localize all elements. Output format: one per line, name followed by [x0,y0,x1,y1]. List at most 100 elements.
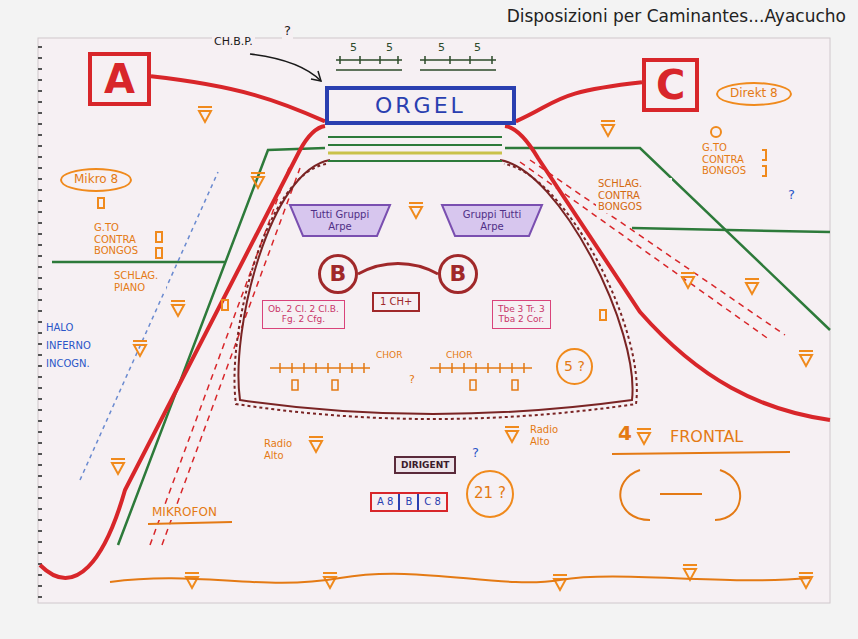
orange-scribbles [620,470,740,520]
annotation-label: ? [786,188,797,203]
choir-staves [280,363,364,373]
annotation-label: Radio Alto [528,424,572,447]
annotation-label: ? [407,374,417,387]
orange-scribbles [660,493,702,495]
node-text: Tutti Gruppi Arpe [306,209,374,232]
speaker-triangles [745,279,759,294]
leader-arrow [250,54,321,81]
node-text: A 8 [372,494,400,510]
node-text: ORGEL [375,93,466,118]
annotation-label: SCHLAG. CONTRA BONGOS [596,178,672,213]
group-trapezoid: Tutti Gruppi Arpe [288,203,392,238]
speaker-triangles [309,437,323,452]
annotation-label: Radio Alto [262,438,306,461]
speaker-triangles [409,203,423,218]
loudspeaker-symbols [711,127,721,137]
dashed-aisles [530,160,785,335]
circle-marker: B [438,254,478,294]
speaker-triangles [185,573,199,588]
annotation-label: G.TO CONTRA BONGOS [700,142,762,177]
speaker-triangles [505,427,519,442]
annotation-label: ? [470,446,481,461]
speaker-triangles [133,341,147,356]
loudspeaker-symbols [600,310,606,320]
organ-lines [328,152,502,155]
annotation-label: CHOR [444,350,474,360]
choir-staves [470,380,476,390]
paper-sheet [38,38,830,603]
node-text: A [104,56,135,102]
node-text: Direkt 8 [730,87,778,101]
page-title: Disposizioni per Caminantes...Ayacucho [507,6,846,26]
organ-lines [328,160,502,162]
channel-oval: Mikro 8 [60,168,132,192]
speaker-triangles [111,107,813,590]
connector-line [516,82,642,121]
speaker-triangles [198,107,212,122]
choir-staves [332,380,338,390]
annotation-label: ? [282,24,293,39]
annotation-label: 5 [472,42,483,55]
annotation-label: CHOR [374,350,404,360]
loudspeaker-symbols [222,300,228,310]
annotation-label: INFERNO [44,340,93,352]
node-text: 1 CH+ [380,296,412,308]
annotation-label: G.TO CONTRA BONGOS [92,222,154,257]
annotation-label: 4 [616,422,634,445]
organ-lines [328,137,502,161]
annotation-label: MIKROFON [150,506,219,520]
red-hall-outline [40,126,325,578]
annotation-label: FRONTAL [668,428,745,446]
annotation-label: SCHLAG. PIANO [112,270,166,293]
group-trapezoid: Gruppi Tutti Arpe [440,203,544,238]
speaker-triangles [553,575,567,590]
node-text: B [450,261,467,286]
stage-platform [234,164,636,419]
green-stage-outline [632,228,830,232]
red-hall-outline [505,126,830,420]
orange-scribbles [110,574,810,583]
green-stage-outline [52,261,225,264]
loudspeaker-symbols [156,232,162,242]
choir-staves [440,363,524,373]
labelled-box: A [88,52,151,106]
orange-scribbles [148,522,232,524]
node-text: B [400,494,419,510]
green-stage-outline [505,148,830,330]
spiral-binding [40,46,41,598]
organ-lines [328,144,502,146]
choir-staves [512,380,518,390]
node-text: Tbe 3 Tr. 3 [498,304,545,314]
node-text: 5 ? [564,358,585,374]
circle-marker: 21 ? [466,470,514,518]
node-text: C [656,62,685,108]
dashed-aisles [162,168,300,545]
connector-line [358,264,438,275]
circle-marker: 5 ? [556,348,593,385]
speaker-triangles [799,351,813,366]
node-text: Fg. 2 Cfg. [268,314,339,324]
green-stage-outline [52,148,830,545]
spiral-binding [38,46,42,598]
stage-platform [238,160,632,414]
speaker-triangles [799,573,813,588]
speaker-triangles [171,301,185,316]
loudspeaker-symbols [98,198,104,208]
red-hall-outline [40,126,830,578]
paper-sheet [38,38,830,603]
score-staves [336,56,496,70]
labelled-box: C [642,58,699,112]
labelled-box: 1 CH+ [372,292,420,312]
annotation-label: 5 [348,42,359,55]
annotation-label: HALO [44,322,75,334]
trapezoid-outline [442,205,542,236]
choir-staves [270,363,532,390]
annotation-label: 5 [436,42,447,55]
stage-platform [234,160,636,419]
annotation-label: INCOGN. [44,358,92,370]
node-text: Mikro 8 [74,173,118,187]
choir-staves [270,367,532,369]
orange-scribbles [110,452,810,583]
trapezoid-outline [290,205,390,236]
